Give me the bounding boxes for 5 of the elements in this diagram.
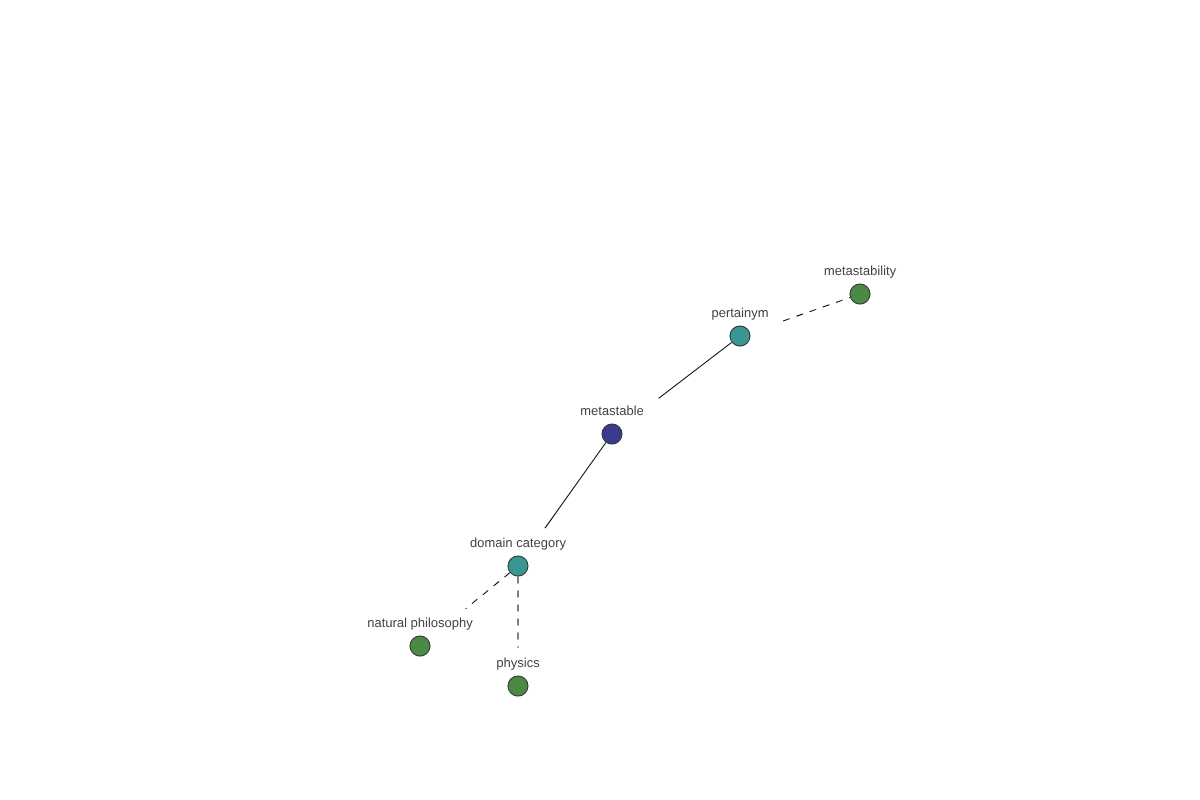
connector-line bbox=[517, 576, 519, 649]
connector-line bbox=[544, 442, 607, 529]
connector-line bbox=[782, 297, 851, 322]
connector-line bbox=[465, 572, 511, 610]
connector-line bbox=[658, 341, 733, 399]
